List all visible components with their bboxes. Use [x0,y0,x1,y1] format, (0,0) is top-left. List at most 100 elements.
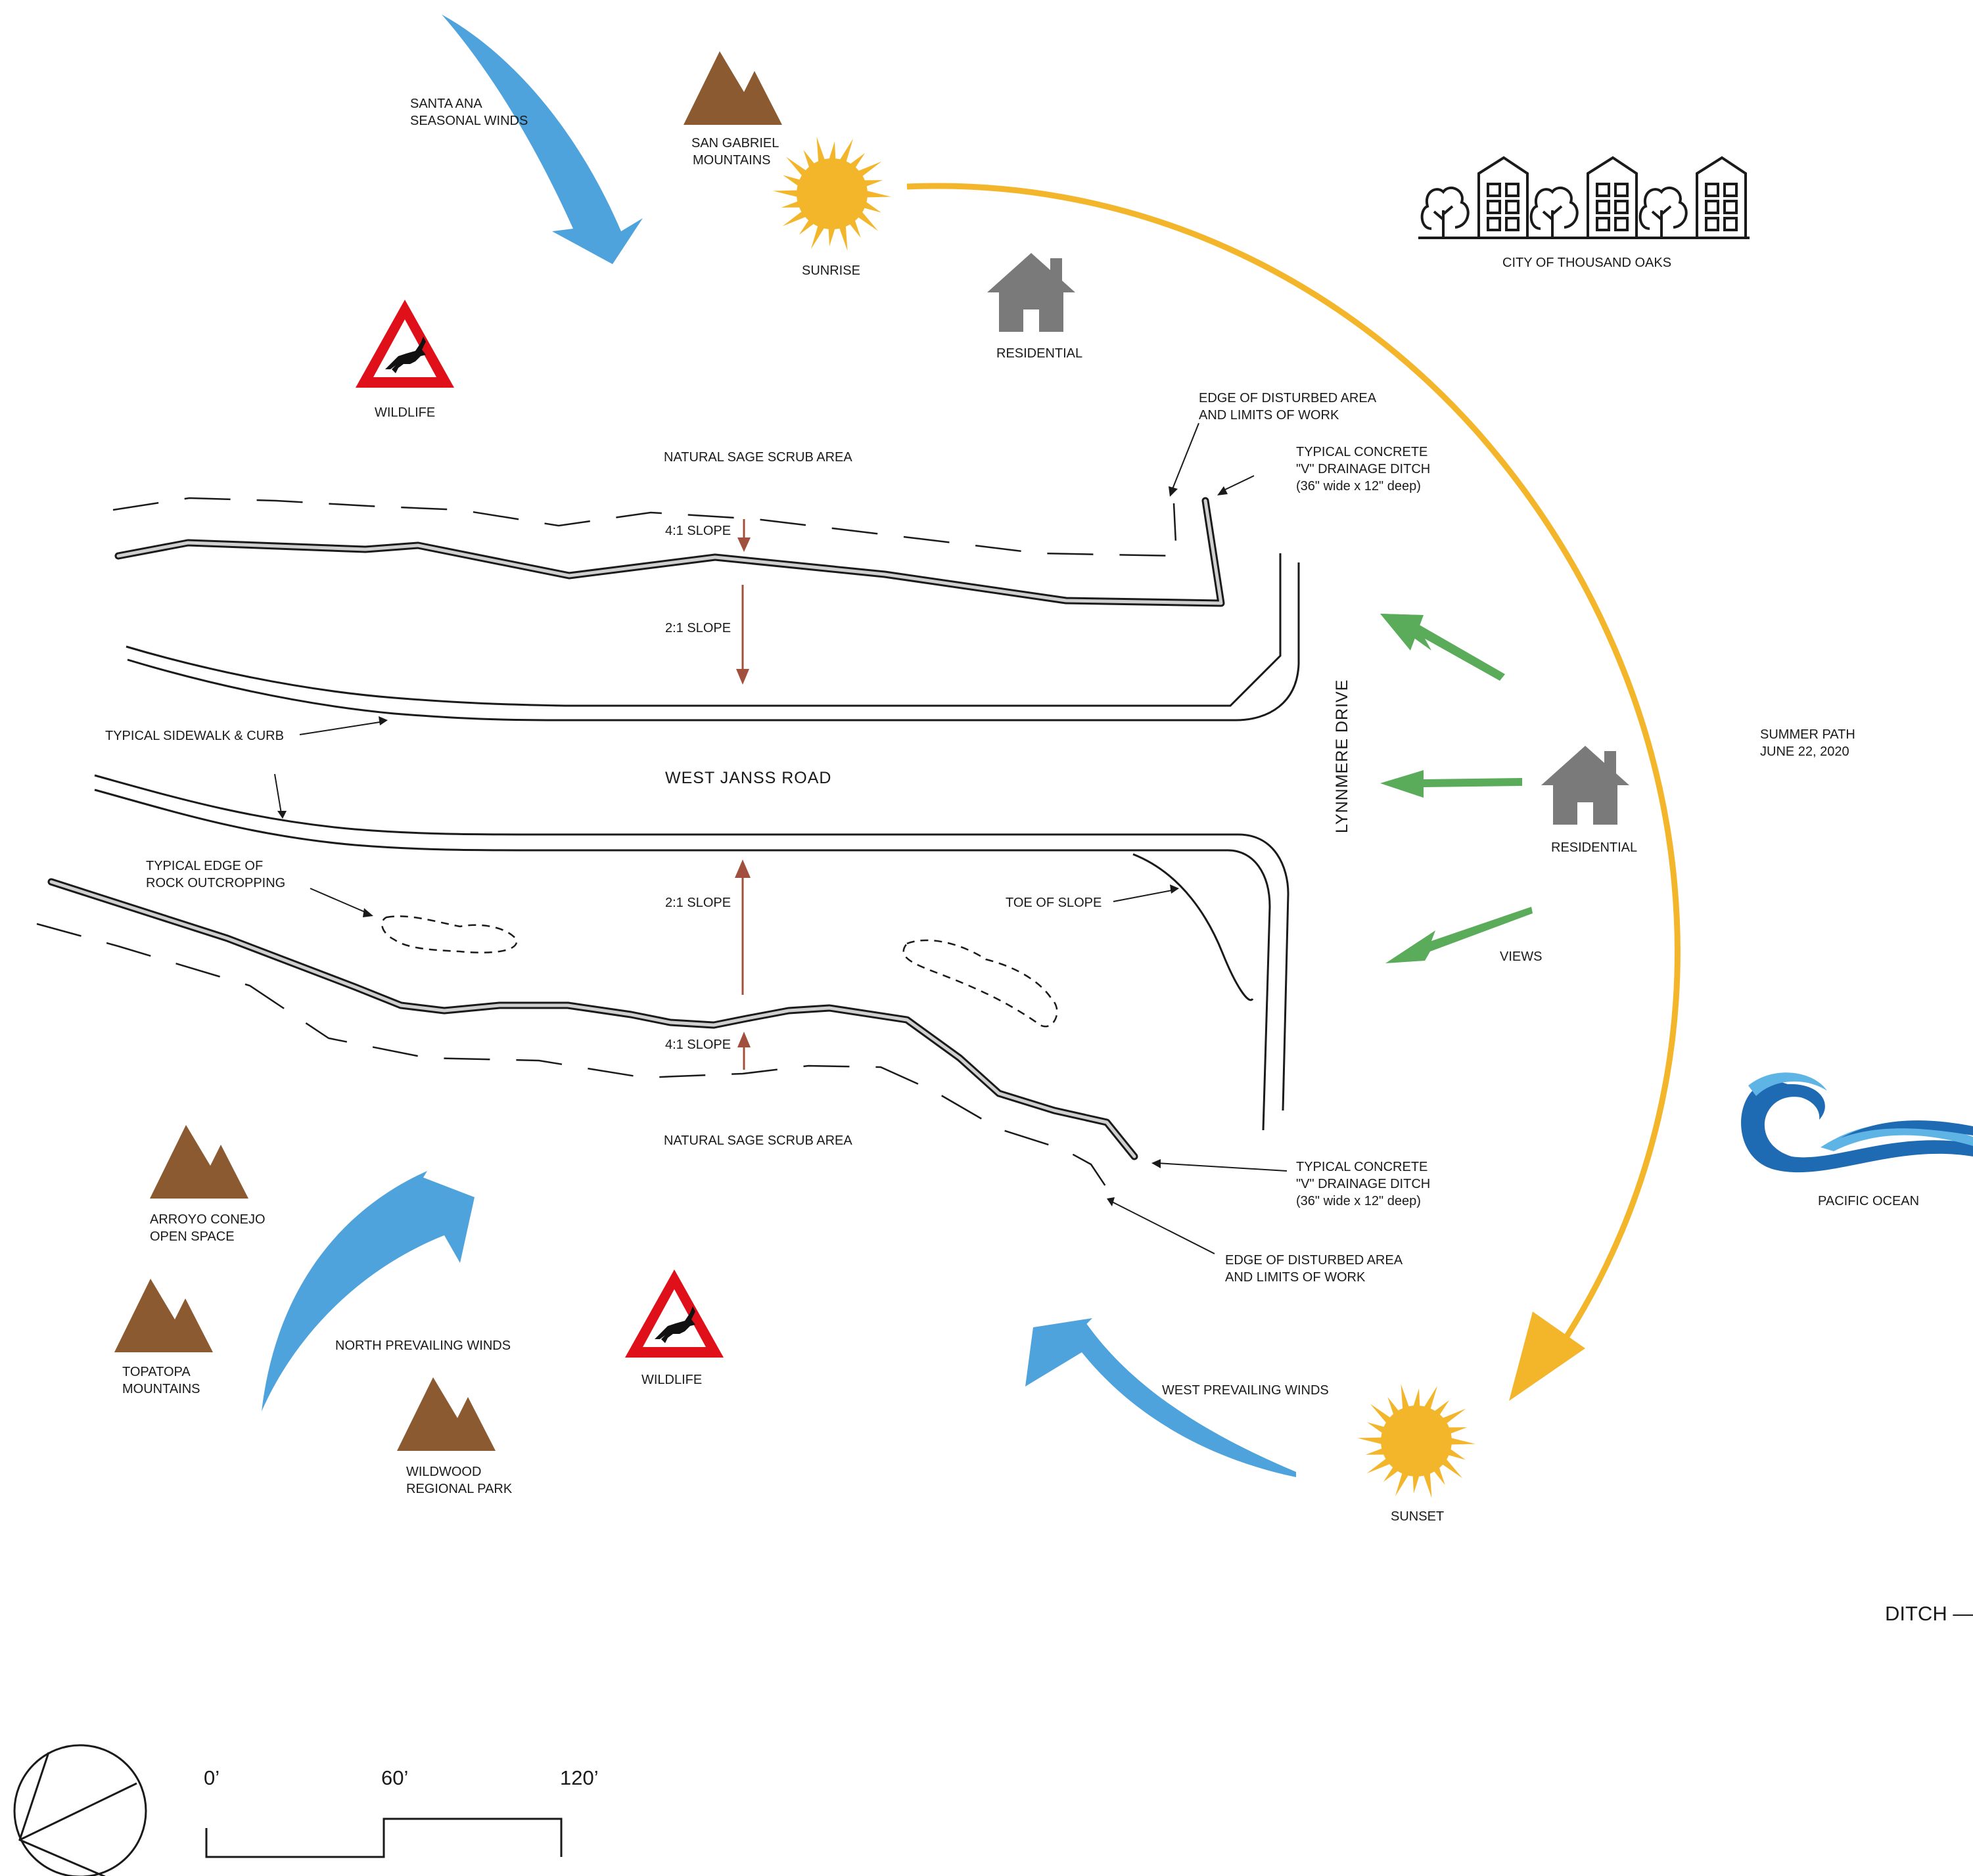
slope-41-top-label: 4:1 SLOPE [665,524,731,538]
wildwood-label-2: REGIONAL PARK [406,1482,513,1496]
edge-top-label-2: AND LIMITS OF WORK [1199,408,1339,423]
drainage-ditch-bottom [47,878,1138,1160]
north-winds-label: NORTH PREVAILING WINDS [335,1338,511,1353]
edge-bot-label-2: AND LIMITS OF WORK [1225,1270,1366,1285]
san-gabriel-mountain-icon [684,51,782,125]
svg-text:SEASONAL WINDS: SEASONAL WINDS [410,114,528,128]
sunrise-label: SUNRISE [802,263,860,278]
sun-ray [1412,1388,1420,1409]
ditch-top-label-1: TYPICAL CONCRETE [1296,445,1428,459]
summer-path-label-2: JUNE 22, 2020 [1760,744,1849,759]
wildlife-label-top: WILDLIFE [375,405,435,420]
sun-ray [1446,1427,1468,1434]
sun-ray [1370,1404,1392,1425]
topatopa-label-1: TOPATOPA [122,1365,191,1379]
ditch-top-label-2: "V" DRAINAGE DITCH [1296,462,1430,476]
city-label: CITY OF THOUSAND OAKS [1502,256,1671,270]
slope-41-bot-label: 4:1 SLOPE [665,1038,731,1052]
sun-ray [1412,1473,1420,1494]
road-linework [94,553,1300,1131]
sun-ray [1365,1448,1387,1455]
north-wind-arrow [262,1171,475,1411]
slope-21-bot-label: 2:1 SLOPE [665,896,731,910]
arroyo-label-1: ARROYO CONEJO [150,1212,266,1227]
santa-ana-label-2: SEASONAL WINDS [410,114,528,128]
views-label: VIEWS [1500,949,1542,964]
sun-ray [1423,1471,1432,1498]
drive-label: LYNNMERE DRIVE [1333,679,1351,833]
santa-ana-label-1: SANTA ANA [410,97,482,111]
scale-label-60: 60’ [381,1766,408,1789]
ditch-top-label-3: (36" wide x 12" deep) [1296,479,1421,493]
sun-ray [1423,1385,1438,1411]
wildlife-label-bot: WILDLIFE [641,1373,702,1387]
ditch-cut-label: DITCH — [1885,1602,1973,1625]
leader-arrows [274,423,1288,1254]
summer-path-label-1: SUMMER PATH [1760,727,1855,742]
west-winds-label: WEST PREVAILING WINDS [1162,1383,1329,1398]
sun-ray [816,137,825,164]
views-arrows [1380,614,1533,963]
sidewalk-label: TYPICAL SIDEWALK & CURB [105,729,284,743]
sun-ray [828,141,836,162]
arroyo-label-2: OPEN SPACE [150,1229,235,1244]
sun-ray [781,200,802,208]
sun-ray [1446,1448,1466,1460]
west-wind-arrow [1025,1318,1296,1477]
ditch-bot-label-3: (36" wide x 12" deep) [1296,1194,1421,1208]
edge-bot-label-1: EDGE OF DISTURBED AREA [1225,1253,1403,1268]
wildwood-mountain-icon [397,1377,496,1451]
north-arrow-icon [13,1744,147,1876]
sun-ray [785,156,808,178]
sun-ray [1449,1437,1475,1445]
ditch-bot-label-1: TYPICAL CONCRETE [1296,1160,1428,1174]
wildlife-crossing-sign-icon-top [356,300,454,388]
sun-ray [810,223,825,250]
wildlife-crossing-sign-icon-bottom [625,1270,724,1358]
sun-ray [839,138,854,164]
pacific-label: PACIFIC OCEAN [1818,1194,1919,1208]
rock-edge-label-1: TYPICAL EDGE OF [146,859,263,873]
rock-edge-label-2: ROCK OUTCROPPING [146,876,285,890]
ditch-bot-label-2: "V" DRAINAGE DITCH [1296,1177,1430,1191]
san-gabriel-label-2: MOUNTAINS [693,153,771,168]
sun-ray [1366,1457,1392,1474]
sun-ray [773,190,800,198]
scale-label-120: 120’ [560,1766,599,1789]
topatopa-label-2: MOUNTAINS [122,1382,200,1396]
sun-ray [783,175,802,187]
scale-label-0: 0’ [204,1766,220,1789]
sunset-sun-icon [1357,1384,1475,1498]
graphic-scale-bar [205,1818,563,1858]
residential-house-icon-top [987,253,1075,332]
sage-bot-label: NATURAL SAGE SCRUB AREA [664,1133,852,1148]
sage-top-label: NATURAL SAGE SCRUB AREA [664,450,852,465]
summer-sun-path [906,183,1681,1401]
sun-ray [1367,1422,1387,1434]
toe-slope-label: TOE OF SLOPE [1006,896,1102,910]
drainage-ditch-top [114,497,1225,607]
sun-ray [828,226,836,246]
sun-ray [862,200,881,213]
svg-text:SANTA ANA: SANTA ANA [410,97,482,111]
san-gabriel-label-1: SAN GABRIEL [691,136,779,150]
sun-ray [1441,1408,1466,1425]
wildwood-label-1: WILDWOOD [406,1465,481,1479]
sun-ray [864,190,891,198]
svg-text:MOUNTAINS: MOUNTAINS [693,153,771,168]
topatopa-mountain-icon [114,1279,213,1352]
sun-ray [1441,1457,1463,1478]
arroyo-conejo-mountain-icon [150,1125,248,1199]
sun-ray [1401,1384,1410,1411]
sunrise-sun-icon [773,137,891,251]
road-label: WEST JANSS ROAD [665,769,831,787]
slope-arrows [735,519,751,1070]
slope-21-top-label: 2:1 SLOPE [665,621,731,635]
sun-ray [1395,1471,1410,1497]
rock-outcroppings [381,915,1058,1028]
city-skyline-icon [1418,156,1750,239]
sun-ray [856,210,879,231]
residential-label-top: RESIDENTIAL [996,346,1082,361]
text-labels: SANTA ANA SEASONAL WINDS SAN GABRIEL MOU… [105,97,1973,1789]
